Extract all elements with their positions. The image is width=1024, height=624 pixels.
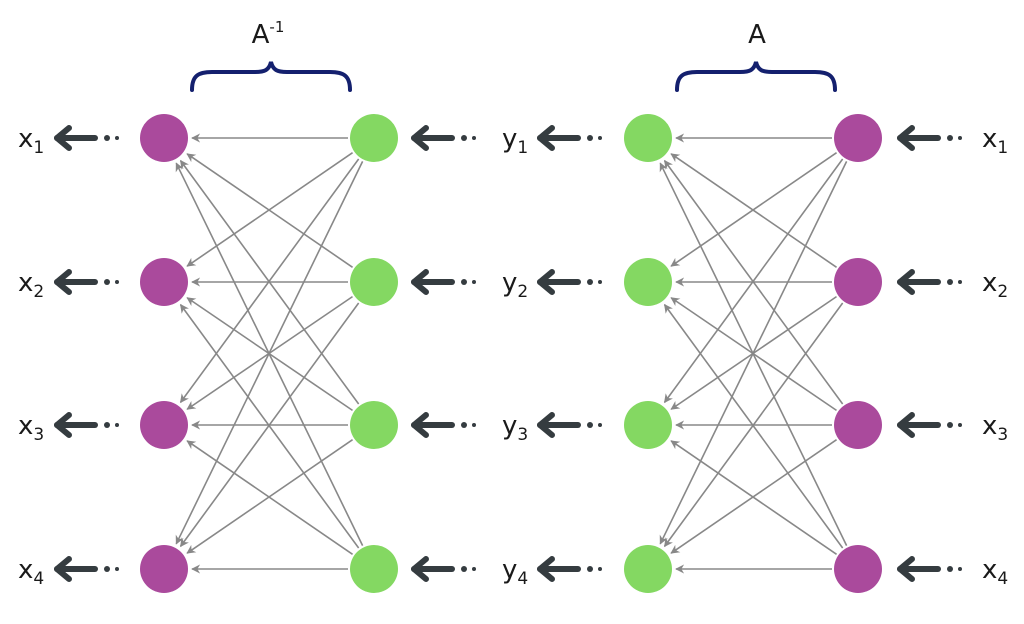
nodes: [140, 114, 882, 593]
node-y3-inverse-input: [350, 401, 398, 449]
node-y2-inverse-input: [350, 258, 398, 306]
input-arrow-x2-right: [897, 269, 962, 295]
edge-a-1-to-2: [670, 152, 838, 267]
label-y4: y4: [502, 555, 528, 589]
edge-a-2-to-3: [670, 295, 837, 410]
arrow-out-of-y4: [537, 556, 602, 582]
node-y3-output: [624, 401, 672, 449]
node-y4-output: [624, 545, 672, 593]
label-x4-right: x4: [982, 555, 1008, 589]
edge-a-inverse-4-to-1: [175, 162, 364, 546]
node-y1-inverse-input: [350, 114, 398, 162]
label-y1: y1: [502, 124, 528, 158]
edge-a-inverse-4-to-2: [179, 303, 360, 549]
node-x4-input: [834, 545, 882, 593]
label-x2-right: x2: [982, 268, 1008, 302]
brace-a-inverse-label: A-1: [252, 18, 285, 50]
node-y1-output: [624, 114, 672, 162]
edge-a-3-to-4: [670, 439, 838, 554]
edge-a-inverse-2-to-3: [186, 295, 353, 410]
edge-a-2-to-1: [670, 153, 838, 268]
arrow-into-y3-label: [411, 412, 476, 438]
node-x1-input: [834, 114, 882, 162]
arrow-into-y2-label: [411, 269, 476, 295]
input-arrow-x1-right: [897, 125, 962, 151]
node-x3-input: [834, 401, 882, 449]
label-x1-right: x1: [982, 124, 1008, 158]
label-x3-right: x3: [982, 411, 1008, 445]
output-arrow-x1-left: [54, 125, 119, 151]
edge-a-4-to-1: [659, 162, 848, 546]
output-arrow-x4-left: [54, 556, 119, 582]
arrow-into-y4-label: [411, 556, 476, 582]
node-y2-output: [624, 258, 672, 306]
input-arrow-x4-right: [897, 556, 962, 582]
input-arrow-x3-right: [897, 412, 962, 438]
edge-a-4-to-3: [670, 440, 838, 555]
output-arrow-x2-left: [54, 269, 119, 295]
label-x2-left: x2: [18, 268, 44, 302]
node-y4-inverse-input: [350, 545, 398, 593]
node-x2-input: [834, 258, 882, 306]
edges: [175, 133, 848, 574]
brace-a-inverse-shape: [190, 61, 352, 92]
label-x1-left: x1: [18, 124, 44, 158]
label-x3-left: x3: [18, 411, 44, 445]
edge-a-4-to-2: [663, 303, 844, 549]
edge-a-inverse-3-to-4: [186, 439, 354, 554]
arrow-out-of-y3: [537, 412, 602, 438]
arrow-into-y1-label: [411, 125, 476, 151]
edge-a-inverse-1-to-3: [179, 158, 360, 404]
edge-a-3-to-1: [663, 159, 844, 405]
edge-a-inverse-4-to-3: [186, 440, 354, 555]
edge-a-inverse-1-to-2: [186, 152, 354, 267]
output-arrow-x3-left: [54, 412, 119, 438]
label-x4-left: x4: [18, 555, 44, 589]
edge-a-inverse-3-to-1: [179, 159, 360, 405]
edge-a-1-to-3: [663, 158, 844, 404]
brace-a-shape: [675, 61, 837, 92]
brace-a-label: A: [748, 20, 766, 50]
edge-a-inverse-2-to-1: [186, 153, 354, 268]
node-x2-output: [140, 258, 188, 306]
input-arrows: [54, 125, 962, 582]
label-y3: y3: [502, 411, 528, 445]
brace-a: A: [675, 20, 837, 92]
brace-a-inverse: A-1: [190, 18, 352, 92]
node-x1-output: [140, 114, 188, 162]
node-x3-output: [140, 401, 188, 449]
node-x4-output: [140, 545, 188, 593]
label-y2: y2: [502, 268, 528, 302]
arrow-out-of-y1: [537, 125, 602, 151]
labels: x1 y1 x1 x2 y2 x2 x3 y3 x3 x4 y4 x4: [18, 124, 1008, 589]
arrow-out-of-y2: [537, 269, 602, 295]
